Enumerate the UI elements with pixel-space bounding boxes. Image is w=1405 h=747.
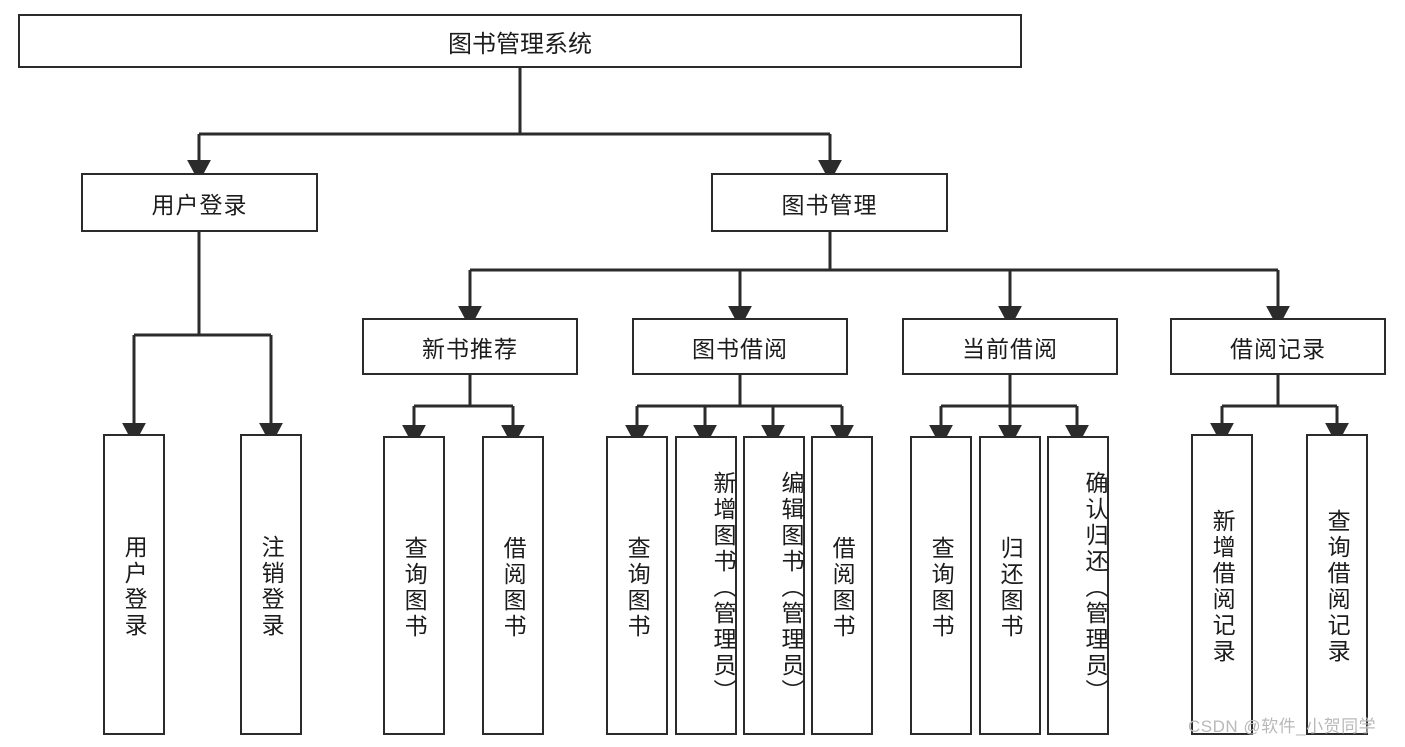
leaf-user-login-logout[interactable]: 注销登录 — [240, 434, 302, 735]
csdn-watermark: CSDN @软件_小贺同学 — [1188, 717, 1377, 736]
node-user-login[interactable]: 用户登录 — [81, 173, 318, 232]
node-root-book-management-system[interactable]: 图书管理系统 — [18, 14, 1022, 68]
leaf-user-login-login[interactable]: 用户登录 — [103, 434, 165, 735]
leaf-book-borrow-query-book[interactable]: 查询图书 — [606, 436, 668, 735]
node-book-management[interactable]: 图书管理 — [711, 173, 948, 232]
node-book-borrow[interactable]: 图书借阅 — [632, 318, 848, 375]
leaf-new-book-borrow-book[interactable]: 借阅图书 — [482, 436, 544, 735]
leaf-borrow-records-query-record[interactable]: 查询借阅记录 — [1306, 434, 1368, 735]
node-new-book-recommend[interactable]: 新书推荐 — [362, 318, 578, 375]
leaf-book-borrow-borrow-book[interactable]: 借阅图书 — [811, 436, 873, 735]
leaf-current-borrow-confirm-return-admin[interactable]: 确认归还（管理员） — [1047, 436, 1109, 735]
leaf-current-borrow-query-book[interactable]: 查询图书 — [910, 436, 972, 735]
node-current-borrow[interactable]: 当前借阅 — [902, 318, 1118, 375]
leaf-current-borrow-return-book[interactable]: 归还图书 — [979, 436, 1041, 735]
leaf-book-borrow-edit-book-admin[interactable]: 编辑图书（管理员） — [743, 436, 805, 735]
leaf-new-book-query-book[interactable]: 查询图书 — [383, 436, 445, 735]
node-borrow-records[interactable]: 借阅记录 — [1170, 318, 1386, 375]
leaf-borrow-records-add-record[interactable]: 新增借阅记录 — [1191, 434, 1253, 735]
leaf-book-borrow-add-book-admin[interactable]: 新增图书（管理员） — [675, 436, 737, 735]
